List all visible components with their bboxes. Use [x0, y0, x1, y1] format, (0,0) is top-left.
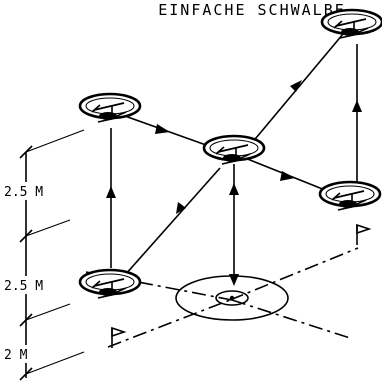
- flag-right-icon: [356, 223, 372, 245]
- arrow-diagonal-lower-icon: [176, 202, 186, 214]
- arrow-double-down-icon: [229, 274, 239, 286]
- arrow-heads: [106, 80, 362, 286]
- arrow-diagonal-down-icon: [290, 80, 302, 92]
- helicopter-right-middle-icon: [318, 180, 382, 212]
- diagram-title: EINFACHE SCHWALBE: [158, 1, 346, 19]
- arrow-right-lower-icon: [280, 171, 295, 181]
- arrow-double-up-icon: [229, 183, 239, 195]
- arrow-up-right-icon: [352, 100, 362, 112]
- helicopter-top-right-icon: [320, 8, 382, 40]
- arrow-up-left-icon: [106, 186, 116, 198]
- dimension-label-lower: 2 M: [4, 348, 28, 363]
- arrow-right-icon: [155, 124, 170, 134]
- helicopter-bottom-left-icon: [78, 268, 142, 300]
- ground-lines: [85, 247, 359, 348]
- dimension-label-middle: 2.5 M: [4, 279, 43, 294]
- landing-pad: [175, 275, 289, 321]
- dimension-label-upper: 2.5 M: [4, 185, 43, 200]
- dimension-lines: [2, 129, 85, 381]
- flag-left-icon: [111, 326, 127, 348]
- helicopter-center-icon: [202, 134, 266, 166]
